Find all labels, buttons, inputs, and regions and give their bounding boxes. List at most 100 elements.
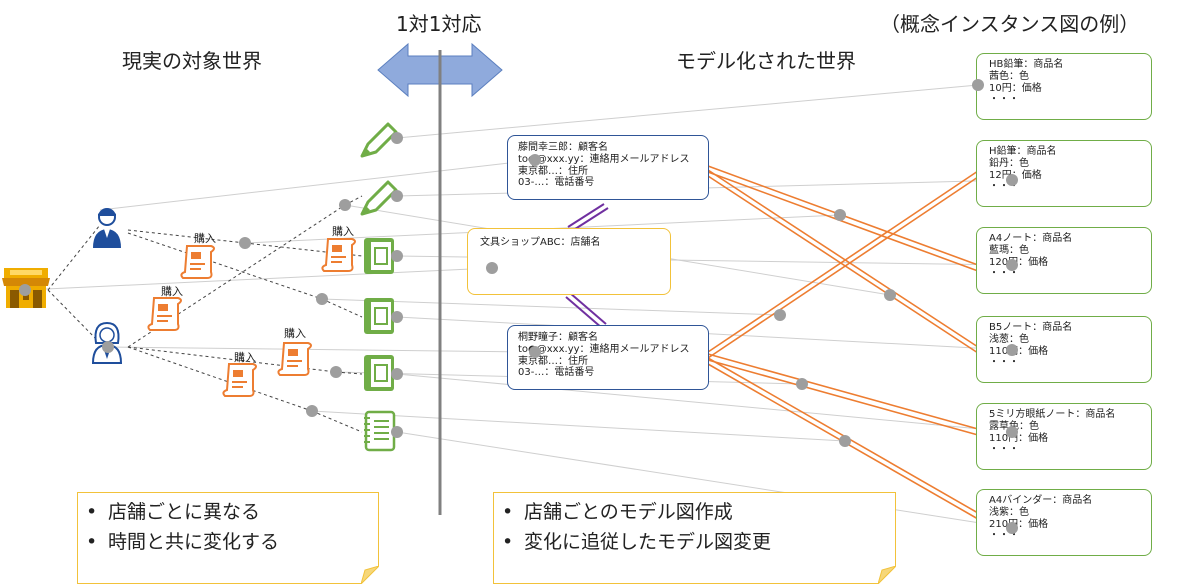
customer-name: 藤間幸三郎：顧客名 — [518, 142, 608, 153]
real-world-heading: 現実の対象世界 — [122, 49, 262, 73]
store-links — [565, 203, 609, 329]
product-more: ・・・ — [989, 357, 1019, 369]
mapping-line — [321, 298, 781, 316]
product-name: B5ノート：商品名 — [989, 322, 1073, 333]
receipt-icon — [321, 238, 356, 272]
purchase-label: 購入 — [284, 327, 306, 340]
purchase-label: 購入 — [161, 285, 183, 298]
product-price: 10円：価格 — [989, 82, 1042, 94]
male-customer-icon — [93, 208, 121, 248]
note-fold-icon — [361, 566, 379, 584]
relation-line — [321, 298, 363, 318]
model-world-heading: モデル化された世界 — [676, 49, 856, 73]
product-name: H鉛筆：商品名 — [989, 146, 1057, 157]
note-fold-icon — [878, 566, 896, 584]
notebook-icon — [364, 298, 394, 334]
anchor-dot — [306, 405, 318, 417]
product-color: 浅葱：色 — [989, 333, 1029, 345]
mapping-line — [396, 431, 1013, 529]
product-more: ・・・ — [989, 530, 1019, 542]
mapping-line — [396, 373, 1013, 433]
customer-model-box: 藤間幸三郎：顧客名 to●@xxx.yy：連絡用メールアドレス 東京都…：住所 … — [507, 135, 709, 200]
ring-notebook-icon — [364, 410, 396, 452]
receipt-icons — [147, 238, 356, 397]
customer-email: to●@xxx.yy：連絡用メールアドレス — [518, 343, 690, 355]
store-link — [567, 203, 605, 228]
anchor-dot — [239, 237, 251, 249]
anchor-dot — [391, 426, 403, 438]
product-color: 藍瑪：色 — [989, 244, 1029, 256]
anchor-dot — [316, 293, 328, 305]
mapping-line — [311, 410, 846, 442]
receipt-icon — [147, 297, 182, 331]
mapping-line — [99, 159, 536, 211]
note-item: 店舗ごとのモデル図作成 — [494, 497, 895, 527]
note-item: 変化に追従したモデル図変更 — [494, 527, 895, 557]
relation-line — [127, 232, 323, 300]
notebook-icon — [364, 238, 394, 274]
store-model-box: 文具ショップABC：店舗名 — [467, 228, 671, 295]
model-world-note: 店舗ごとのモデル図作成 変化に追従したモデル図変更 — [493, 492, 896, 584]
model-link — [707, 359, 979, 436]
product-more: ・・・ — [989, 268, 1019, 280]
relation-line — [127, 229, 246, 244]
store-link — [569, 292, 607, 325]
note-item: 時間と共に変化する — [78, 527, 378, 557]
real-world-note: 店舗ごとに異なる 時間と共に変化する — [77, 492, 379, 584]
mapping-line — [396, 84, 979, 139]
product-color: 露草色：色 — [989, 420, 1039, 432]
product-model-box: B5ノート：商品名 浅葱：色 110円：価格 ・・・ — [976, 316, 1152, 383]
anchor-dots — [19, 132, 896, 447]
product-price: 120円：価格 — [989, 256, 1049, 268]
anchor-dot — [330, 366, 342, 378]
store-name: 文具ショップABC：店舗名 — [480, 237, 601, 248]
product-name: 5ミリ方眼紙ノート：商品名 — [989, 409, 1116, 420]
purchase-label: 購入 — [194, 232, 216, 245]
anchor-dot — [102, 341, 114, 353]
customer-name: 桐野瞳子：顧客名 — [518, 332, 598, 343]
product-price: 110円：価格 — [989, 345, 1049, 357]
product-model-box: A4バインダー：商品名 浅紫：色 210円：価格 ・・・ — [976, 489, 1152, 556]
store-link — [571, 207, 609, 232]
anchor-dot — [796, 378, 808, 390]
product-model-box: H鉛筆：商品名 鉛丹：色 12円：価格 ・・・ — [976, 140, 1152, 207]
product-name: A4ノート：商品名 — [989, 233, 1073, 244]
product-name: A4バインダー：商品名 — [989, 495, 1093, 506]
relation-line — [47, 224, 101, 291]
customer-model-box: 桐野瞳子：顧客名 to●@xxx.yy：連絡用メールアドレス 東京都…：住所 0… — [507, 325, 709, 390]
customer-phone: 03-…：電話番号 — [518, 177, 595, 189]
product-model-box: 5ミリ方眼紙ノート：商品名 露草色：色 110円：価格 ・・・ — [976, 403, 1152, 470]
anchor-dot — [839, 435, 851, 447]
product-price: 210円：価格 — [989, 518, 1049, 530]
notebook-icon — [364, 355, 394, 391]
product-more: ・・・ — [989, 94, 1019, 106]
customer-address: 東京都…：住所 — [518, 165, 588, 177]
product-more: ・・・ — [989, 444, 1019, 456]
anchor-dot — [834, 209, 846, 221]
customer-phone: 03-…：電話番号 — [518, 367, 595, 379]
relation-line — [127, 346, 313, 412]
anchor-dot — [774, 309, 786, 321]
product-price: 12円：価格 — [989, 169, 1042, 181]
product-model-box: A4ノート：商品名 藍瑪：色 120円：価格 ・・・ — [976, 227, 1152, 294]
model-link — [707, 170, 979, 353]
anchor-dot — [19, 284, 31, 296]
anchor-dot — [884, 289, 896, 301]
receipt-icon — [180, 245, 215, 279]
store-link — [565, 296, 603, 329]
correspondence-heading: 1対1対応 — [396, 12, 482, 36]
product-more: ・・・ — [989, 181, 1019, 193]
store-icon — [2, 268, 50, 308]
customer-address: 東京都…：住所 — [518, 355, 588, 367]
anchor-dot — [391, 368, 403, 380]
relation-line — [335, 371, 363, 375]
anchor-dot — [339, 199, 351, 211]
pencil-icon — [360, 122, 398, 158]
product-price: 110円：価格 — [989, 432, 1049, 444]
receipt-icon — [277, 342, 312, 376]
product-color: 茜色：色 — [989, 70, 1029, 82]
pencil-icon — [360, 180, 398, 216]
purchase-label: 購入 — [234, 351, 256, 364]
relation-line — [311, 410, 363, 433]
